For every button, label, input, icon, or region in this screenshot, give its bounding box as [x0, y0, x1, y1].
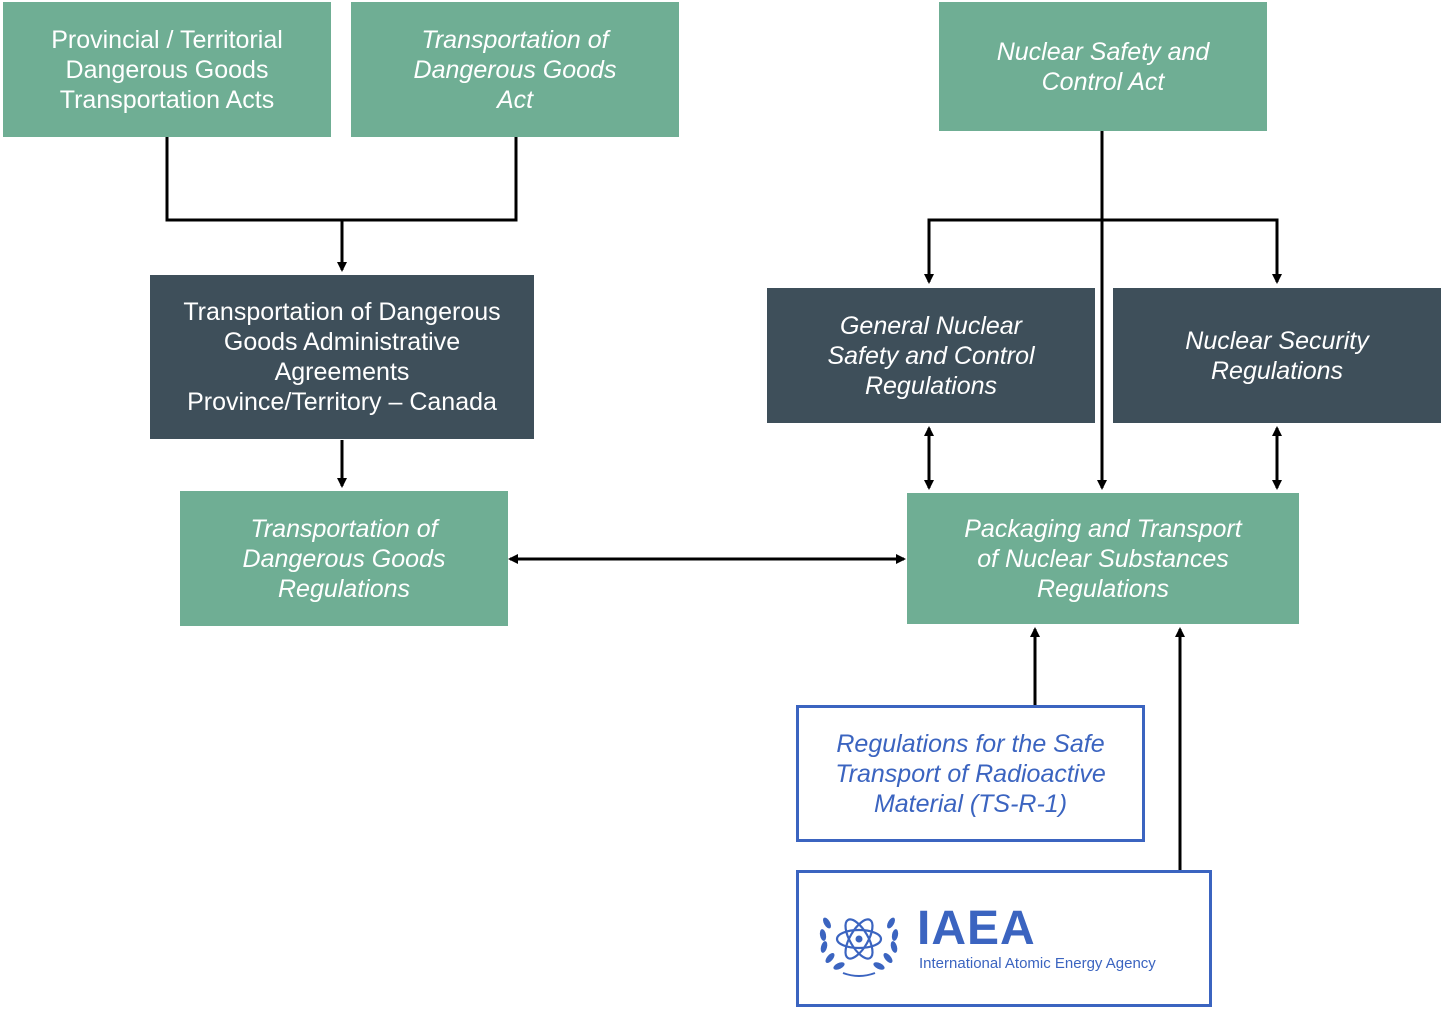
- node-provincial-acts-label: Provincial / Territorial Dangerous Goods…: [51, 25, 283, 114]
- node-tdg-admin-agreements-label: Transportation of Dangerous Goods Admini…: [183, 298, 501, 416]
- node-tdg-act-label: Transportation of Dangerous Goods Act: [413, 25, 617, 114]
- iaea-acronym: IAEA: [917, 902, 1036, 955]
- iaea-logo: IAEA International Atomic Energy Agency: [796, 870, 1212, 1007]
- edge-tdg-act-to-merge: [342, 137, 518, 222]
- node-nsca: Nuclear Safety and Control Act: [939, 2, 1267, 131]
- node-tdg-regulations: Transportation of Dangerous Goods Regula…: [180, 491, 508, 626]
- edge-nsca-to-nsr: [1102, 218, 1282, 284]
- node-tdg-regulations-label: Transportation of Dangerous Goods Regula…: [242, 514, 446, 603]
- node-gnscr: General Nuclear Safety and Control Regul…: [767, 288, 1095, 423]
- iaea-emblem-icon: [819, 917, 899, 977]
- node-gnscr-label: General Nuclear Safety and Control Regul…: [827, 311, 1035, 400]
- iaea-full-name: International Atomic Energy Agency: [919, 955, 1156, 972]
- node-nsr-label: Nuclear Security Regulations: [1185, 326, 1369, 385]
- node-ts-r-1-label: Regulations for the Safe Transport of Ra…: [835, 729, 1106, 818]
- node-tdg-admin-agreements: Transportation of Dangerous Goods Admini…: [150, 275, 534, 439]
- node-ts-r-1: Regulations for the Safe Transport of Ra…: [796, 705, 1145, 842]
- edge-nsca-to-gnscr: [924, 218, 1102, 284]
- node-pts-regulations: Packaging and Transport of Nuclear Subst…: [907, 493, 1299, 624]
- node-provincial-acts: Provincial / Territorial Dangerous Goods…: [3, 2, 331, 137]
- node-tdg-act: Transportation of Dangerous Goods Act: [351, 2, 679, 137]
- node-pts-regulations-label: Packaging and Transport of Nuclear Subst…: [964, 514, 1242, 603]
- edge-provincial-acts-to-merge: [165, 137, 342, 222]
- node-nsca-label: Nuclear Safety and Control Act: [996, 37, 1210, 96]
- node-nsr: Nuclear Security Regulations: [1113, 288, 1441, 423]
